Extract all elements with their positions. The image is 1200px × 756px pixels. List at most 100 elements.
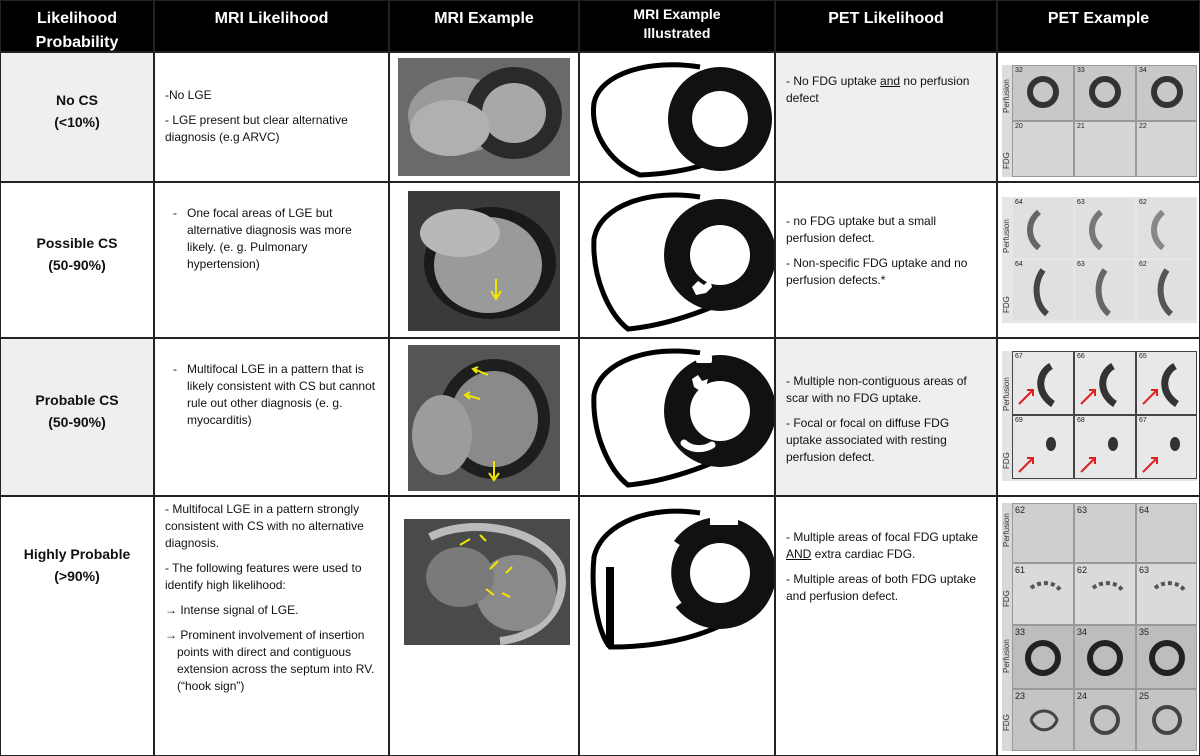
row-highly-probable-mri-image (389, 496, 579, 756)
header-pet-example: PET Example (997, 0, 1200, 52)
pet-tile: 63 (1074, 503, 1136, 563)
pet-slice-number: 69 (1015, 417, 1023, 424)
header-illustrated-line2: Illustrated (643, 25, 711, 41)
likelihood-range: (>90%) (54, 568, 100, 584)
lesion-marker (680, 439, 716, 453)
row-probable-cs-pet-text: - Multiple non-contiguous areas of scar … (775, 338, 997, 496)
pet-slice-number: 35 (1139, 627, 1150, 637)
row-probable-cs-pet-image: Perfusion FDG 67 66 65 69 68 67 (997, 338, 1200, 496)
pet-tile: 62 (1074, 563, 1136, 625)
mri-criterion: - Multifocal LGE in a pattern that is li… (173, 362, 376, 427)
row-no-cs-label: No CS (<10%) (0, 52, 154, 182)
likelihood-range: (<10%) (54, 114, 100, 130)
pet-tile: 24 (1074, 689, 1136, 751)
heart-illustration (590, 508, 774, 650)
mri-criterion: → Intense signal of LGE. (165, 603, 299, 617)
pet-tile: 22 (1136, 121, 1197, 177)
pet-criterion: - Multiple non-contiguous areas of scar … (786, 374, 967, 405)
pet-slice-number: 62 (1139, 199, 1147, 206)
pet-slice-number: 66 (1077, 353, 1085, 360)
pet-slice-number: 62 (1139, 261, 1147, 268)
pet-tile: 34 (1074, 625, 1136, 689)
header-mri-example: MRI Example (389, 0, 579, 52)
mri-criterion: - The following features were used to id… (165, 561, 362, 592)
pet-scan-panel: Perfusion FDG 64 63 62 64 63 62 (1002, 197, 1197, 323)
row-probable-cs-label: Probable CS (50-90%) (0, 338, 154, 496)
pet-emphasis: and (880, 74, 901, 88)
pet-tile: 62 (1136, 259, 1197, 321)
pet-tile-image (1152, 705, 1182, 735)
row-possible-cs-illustration (579, 182, 775, 338)
pet-label-fdg: FDG (1002, 590, 1011, 607)
pet-tile-image (1151, 76, 1183, 108)
pet-tile-image (1080, 437, 1118, 473)
header-pet-likelihood: PET Likelihood (775, 0, 997, 52)
pet-slice-number: 63 (1139, 565, 1150, 575)
pet-criterion: - Multiple areas of both FDG uptake and … (786, 572, 977, 603)
pet-tile: 20 (1012, 121, 1074, 177)
pet-slice-number: 32 (1015, 67, 1023, 74)
pet-slice-number: 67 (1015, 353, 1023, 360)
mri-criterion-text: One focal areas of LGE but alternative d… (187, 206, 352, 271)
pet-tile: 21 (1074, 121, 1136, 177)
pet-tile: 33 (1074, 65, 1136, 121)
pet-slice-number: 65 (1139, 353, 1147, 360)
pet-label-fdg: FDG (1002, 152, 1011, 169)
header-likelihood-line2: Probability (35, 34, 119, 51)
pet-tile-image (1149, 640, 1185, 676)
row-possible-cs-mri-image (389, 182, 579, 338)
pet-tile: 32 (1012, 65, 1074, 121)
header-mri-likelihood: MRI Likelihood (154, 0, 389, 52)
pet-tile-image (1025, 640, 1061, 676)
pet-tile: 66 (1074, 351, 1136, 415)
pet-tile-image (1087, 640, 1123, 676)
likelihood-range: (50-90%) (48, 257, 106, 273)
pet-tile: 23 (1012, 689, 1074, 751)
lesion-marker (710, 515, 738, 525)
pet-tile-image (1151, 209, 1166, 251)
pet-label-perfusion: Perfusion (1002, 377, 1011, 411)
pet-tile: 64 (1012, 259, 1074, 321)
row-no-cs-mri-text: -No LGE - LGE present but clear alternat… (154, 52, 389, 182)
pet-criterion: - Focal or focal on diffuse FDG uptake a… (786, 416, 950, 464)
pet-tile: 65 (1136, 351, 1197, 415)
row-possible-cs-pet-image: Perfusion FDG 64 63 62 64 63 62 (997, 182, 1200, 338)
pet-label-fdg: FDG (1002, 296, 1011, 313)
pet-tile-image (1027, 76, 1059, 108)
pet-label-perfusion: Perfusion (1002, 513, 1011, 547)
pet-slice-number: 64 (1015, 199, 1023, 206)
pet-tile: 64 (1136, 503, 1197, 563)
row-possible-cs-pet-text: - no FDG uptake but a small perfusion de… (775, 182, 997, 338)
mri-scan-image (408, 191, 560, 331)
pet-slice-number: 24 (1077, 691, 1088, 701)
pet-tile: 35 (1136, 625, 1197, 689)
pet-tile: 64 (1012, 197, 1074, 259)
pet-tile: 67 (1136, 415, 1197, 479)
mri-scan-image (404, 519, 570, 645)
pet-tile: 69 (1012, 415, 1074, 479)
pet-tile-image (1157, 268, 1174, 317)
lesion-marker (657, 537, 682, 612)
pet-tile: 68 (1074, 415, 1136, 479)
pet-slice-number: 21 (1077, 123, 1085, 130)
heart-illustration (591, 62, 772, 178)
pet-tile-image (1018, 362, 1056, 407)
mri-criterion: → Prominent involvement of insertion poi… (165, 628, 375, 693)
mri-criterion: - Multifocal LGE in a pattern strongly c… (165, 502, 364, 550)
row-highly-probable-illustration (579, 496, 775, 756)
likelihood-name: Highly Probable (23, 546, 131, 562)
mri-criterion: - LGE present but clear alternative diag… (165, 113, 348, 144)
pet-scan-panel: Perfusion FDG Perfusion FDG 62 63 64 61 … (1002, 503, 1197, 751)
pet-criterion: - Non-specific FDG uptake and no perfusi… (786, 256, 968, 287)
row-highly-probable-pet-image: Perfusion FDG Perfusion FDG 62 63 64 61 … (997, 496, 1200, 756)
pet-scan-panel: Perfusion FDG 67 66 65 69 68 67 (1002, 351, 1197, 481)
pet-tile: 61 (1012, 563, 1074, 625)
pet-slice-number: 22 (1139, 123, 1147, 130)
mri-criterion: -No LGE (165, 88, 212, 102)
pet-tile: 34 (1136, 65, 1197, 121)
pet-tile-image (1089, 209, 1104, 251)
pet-tile-image (1089, 76, 1121, 108)
row-highly-probable-pet-text: - Multiple areas of focal FDG uptake AND… (775, 496, 997, 756)
